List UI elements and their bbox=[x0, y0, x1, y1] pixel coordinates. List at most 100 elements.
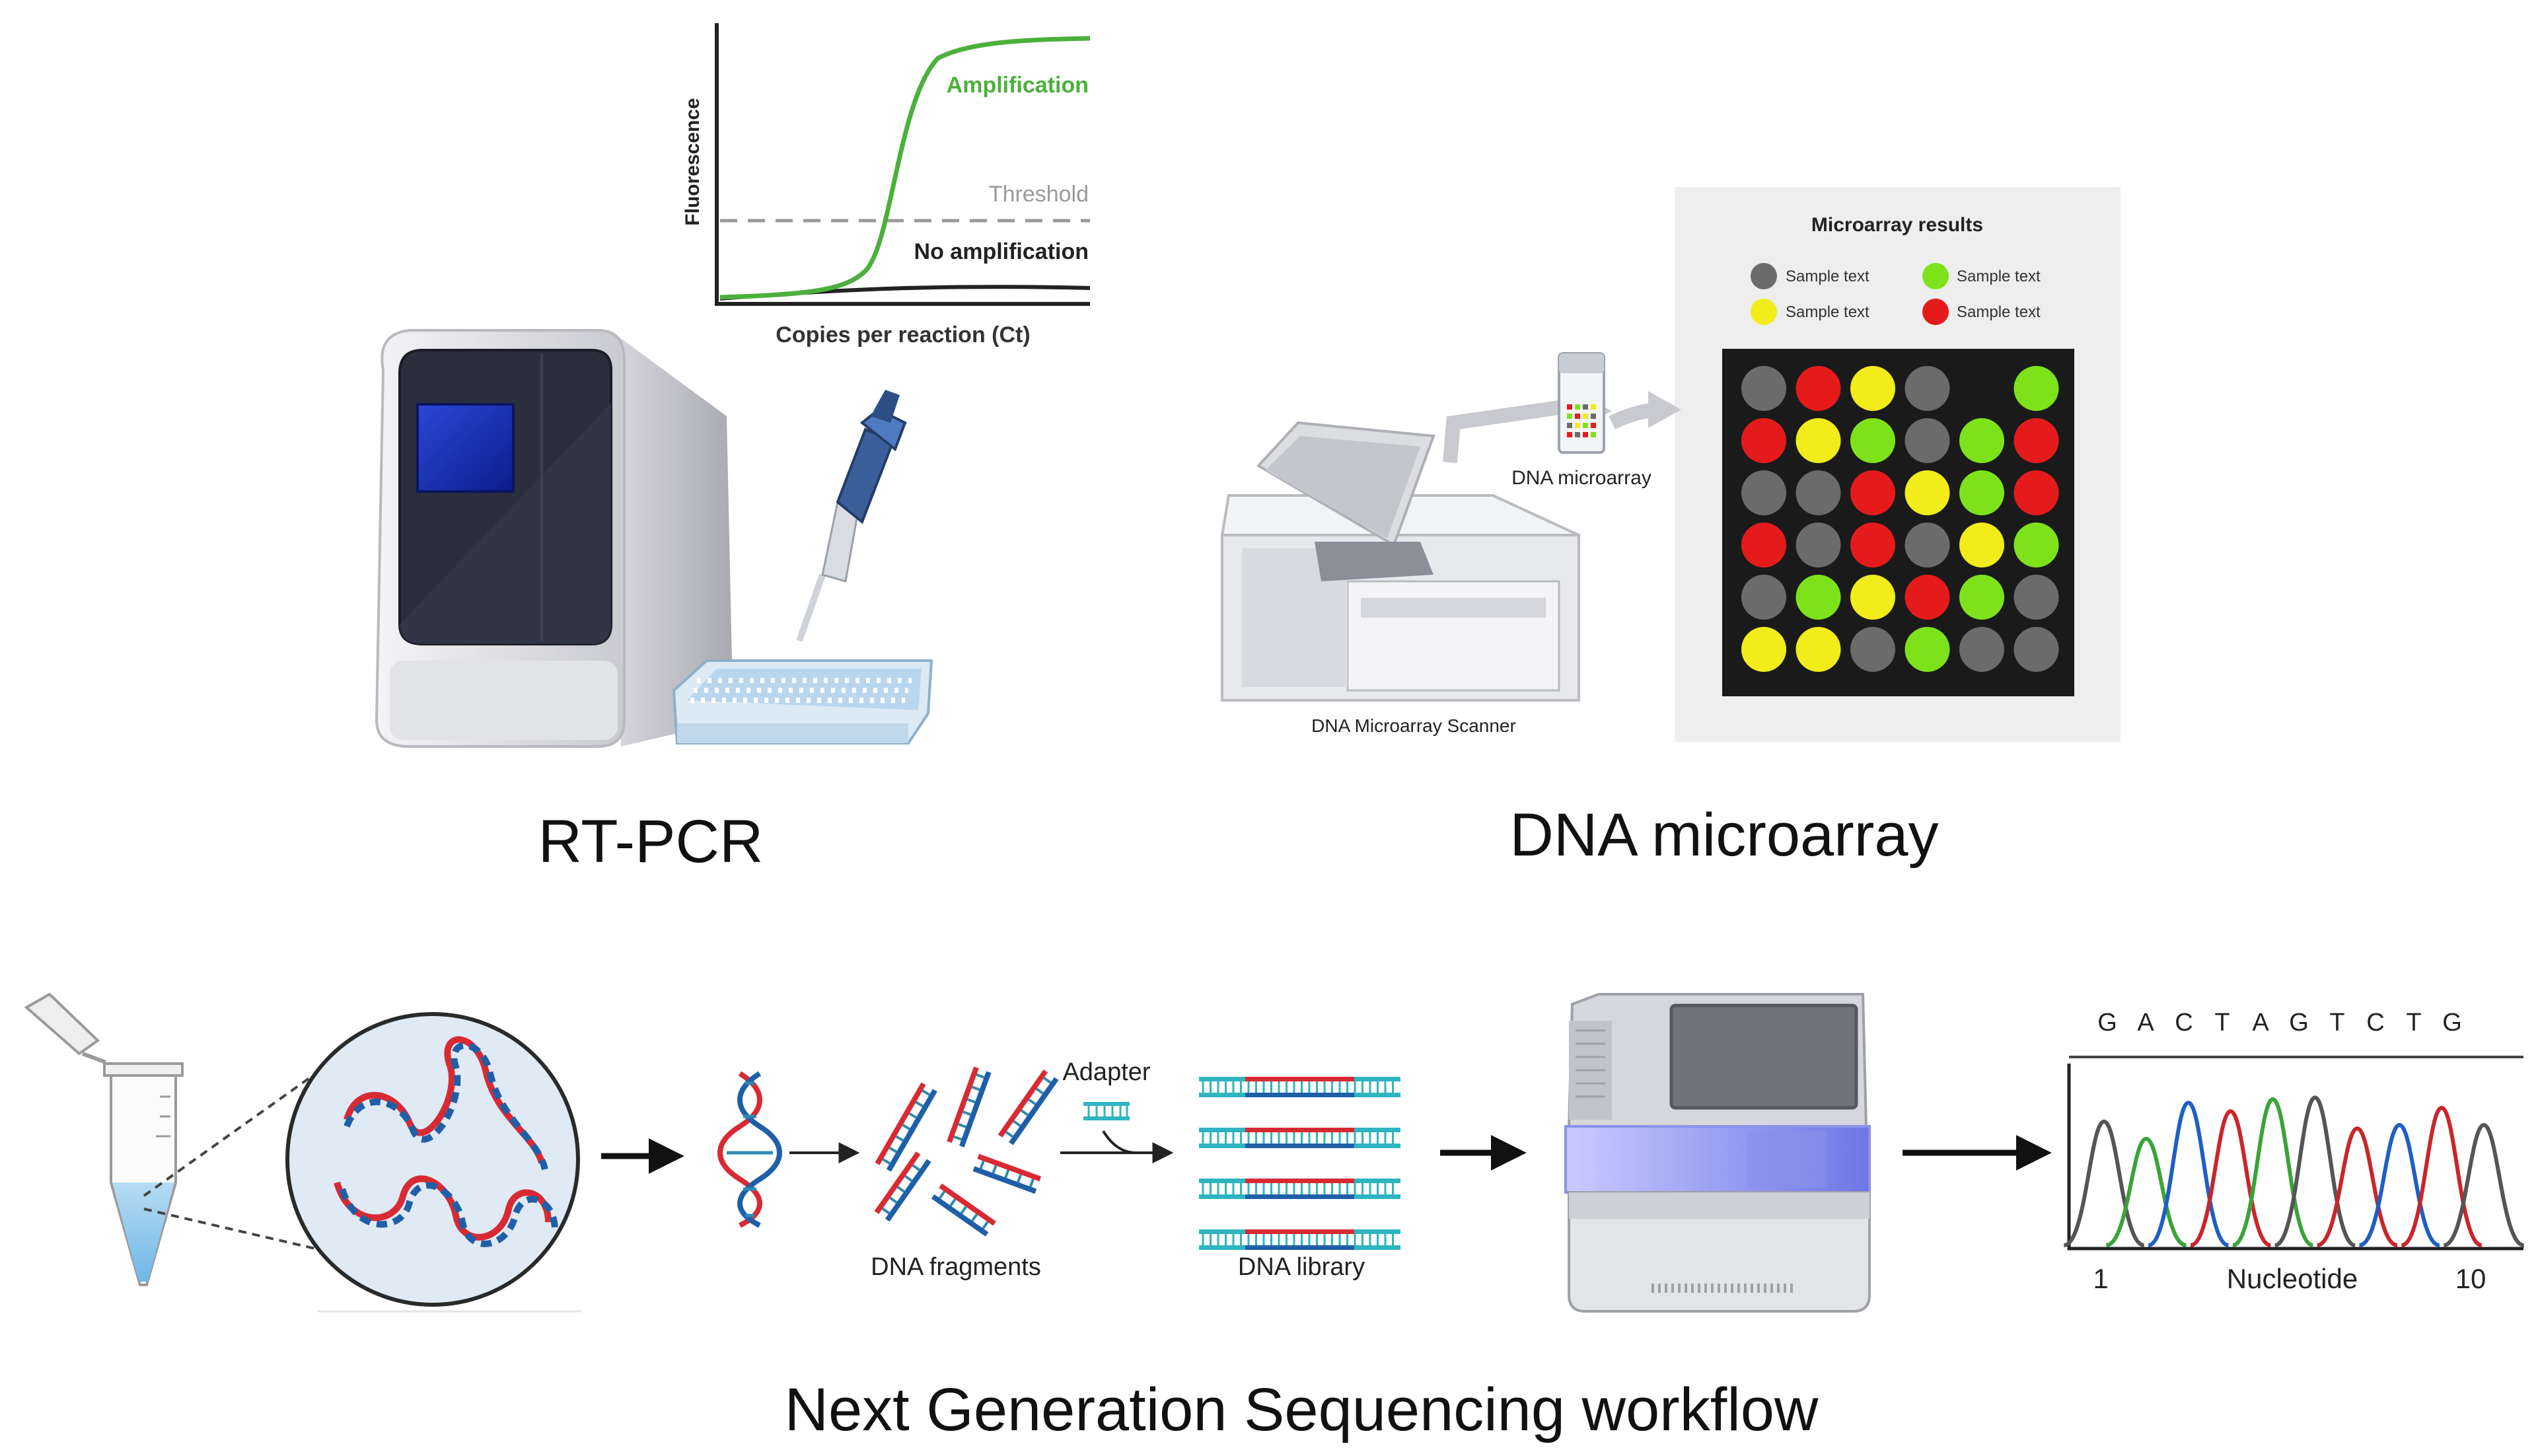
array-spot-grey bbox=[1741, 366, 1786, 411]
base-letter: T bbox=[2214, 1009, 2230, 1037]
microarray-results-panel: Microarray results Sample text Sample te… bbox=[1675, 187, 2121, 742]
well-plate bbox=[672, 659, 933, 745]
caption-ngs: Next Generation Sequencing workflow bbox=[785, 1376, 1819, 1443]
array-spot-grey bbox=[1905, 366, 1950, 411]
array-spot-grey bbox=[1796, 470, 1841, 515]
chromatogram-peak bbox=[2105, 1136, 2187, 1247]
legend-label: Sample text bbox=[1786, 303, 1869, 321]
array-spot-grey bbox=[1905, 523, 1950, 567]
caption-microarray: DNA microarray bbox=[1509, 801, 1938, 869]
qpcr-ylabel: Fluorescence bbox=[682, 98, 704, 225]
base-letter: A bbox=[2252, 1009, 2269, 1037]
chip-label: DNA microarray bbox=[1511, 467, 1651, 489]
scanner-to-results-arrow bbox=[1609, 391, 1681, 429]
array-spot-red bbox=[2014, 470, 2059, 515]
base-letter: C bbox=[2175, 1009, 2193, 1037]
array-spot-grey bbox=[1959, 627, 2004, 672]
microarray-scanner bbox=[1220, 393, 1612, 702]
legend-swatch bbox=[1751, 263, 1777, 289]
rtpcr-screen bbox=[416, 403, 515, 493]
base-letter: T bbox=[2406, 1009, 2421, 1037]
adapter-icon bbox=[1083, 1102, 1130, 1120]
array-spot-red bbox=[1741, 418, 1786, 463]
chromatogram-frame bbox=[2067, 1064, 2523, 1251]
legend-swatch bbox=[1922, 299, 1949, 325]
array-spot-grey bbox=[1905, 418, 1950, 463]
array-spot-red bbox=[1796, 366, 1841, 411]
zoom-line-top bbox=[143, 1069, 322, 1197]
dna-helix bbox=[717, 1071, 782, 1228]
chromatogram-peak bbox=[2190, 1109, 2272, 1247]
plate-wells bbox=[690, 678, 912, 703]
adapter-label: Adapter bbox=[1062, 1058, 1150, 1086]
chromatogram-peak bbox=[2316, 1126, 2398, 1247]
legend-label: Sample text bbox=[1957, 303, 2041, 321]
base-letter: T bbox=[2329, 1009, 2344, 1037]
dna-fragments bbox=[874, 1066, 1059, 1237]
chromatogram-peak bbox=[2148, 1101, 2230, 1247]
sample-tube bbox=[24, 992, 184, 1286]
base-letter: G bbox=[2289, 1009, 2309, 1037]
chromatogram-peak bbox=[2274, 1095, 2356, 1247]
array-spot-green bbox=[1796, 575, 1841, 620]
array-spot-green bbox=[2014, 366, 2059, 411]
chromatogram-xlabel: Nucleotide bbox=[2227, 1263, 2358, 1294]
array-spot-yellow bbox=[1850, 366, 1895, 411]
library-fragment bbox=[1199, 1179, 1400, 1199]
array-spot-yellow bbox=[1796, 418, 1841, 463]
sequencer-screen bbox=[1669, 1003, 1858, 1110]
chromatogram-start-label: 1 bbox=[2093, 1263, 2108, 1294]
base-letter: G bbox=[2442, 1009, 2462, 1037]
base-letter: C bbox=[2366, 1009, 2384, 1037]
base-letter: G bbox=[2097, 1009, 2117, 1037]
array-spot-yellow bbox=[1850, 575, 1895, 620]
array-spot-red bbox=[1741, 523, 1786, 567]
array-spot-grey bbox=[1796, 523, 1841, 567]
chromatogram-end-label: 10 bbox=[2455, 1263, 2486, 1294]
chromatogram-peak bbox=[2232, 1097, 2314, 1247]
array-spot-green bbox=[2014, 523, 2059, 567]
fragments-label: DNA fragments bbox=[871, 1253, 1041, 1281]
array-spot-yellow bbox=[1905, 470, 1950, 515]
array-spot-red bbox=[1905, 575, 1950, 620]
array-spot-grey bbox=[1850, 627, 1895, 672]
dna-zoom-circle bbox=[285, 1012, 581, 1313]
array-dots bbox=[1741, 366, 2059, 672]
rtpcr-machine bbox=[375, 329, 733, 748]
array-spot-red bbox=[1850, 470, 1895, 515]
array-spot-yellow bbox=[1959, 523, 2004, 567]
array-spot-grey bbox=[1741, 470, 1786, 515]
array-spot-green bbox=[1959, 575, 2004, 620]
adapter-join-arrow bbox=[1102, 1130, 1137, 1154]
amplification-label: Amplification bbox=[947, 73, 1089, 98]
sequencer-machine bbox=[1564, 993, 1871, 1313]
qpcr-xlabel: Copies per reaction (Ct) bbox=[776, 322, 1030, 347]
chromatogram-peak bbox=[2443, 1122, 2525, 1247]
no-amplification-label: No amplification bbox=[914, 239, 1089, 264]
dna-library bbox=[1199, 1077, 1400, 1250]
legend-swatch bbox=[1922, 263, 1949, 289]
microarray-chip bbox=[1558, 352, 1605, 454]
library-fragment bbox=[1199, 1077, 1400, 1097]
array-spot-green bbox=[1850, 418, 1895, 463]
zoom-line-bottom bbox=[143, 1208, 344, 1256]
array-spot-green bbox=[1959, 470, 2004, 515]
array-spot-grey bbox=[2014, 575, 2059, 620]
array-spot-green bbox=[1959, 418, 2004, 463]
pipette-icon bbox=[796, 390, 907, 642]
array-spot-yellow bbox=[1741, 627, 1786, 672]
results-legend: Sample text Sample text Sample text Samp… bbox=[1751, 263, 2041, 325]
legend-swatch bbox=[1751, 299, 1777, 325]
library-fragment bbox=[1199, 1229, 1400, 1250]
results-title: Microarray results bbox=[1811, 214, 1983, 236]
threshold-label: Threshold bbox=[989, 182, 1089, 207]
caption-rtpcr: RT-PCR bbox=[538, 808, 764, 875]
scanner-label: DNA Microarray Scanner bbox=[1311, 715, 1516, 736]
library-label: DNA library bbox=[1238, 1253, 1365, 1281]
chromatogram-peak bbox=[2358, 1122, 2440, 1247]
chromatogram-peak bbox=[2063, 1119, 2145, 1247]
array-spot-red bbox=[1850, 523, 1895, 567]
